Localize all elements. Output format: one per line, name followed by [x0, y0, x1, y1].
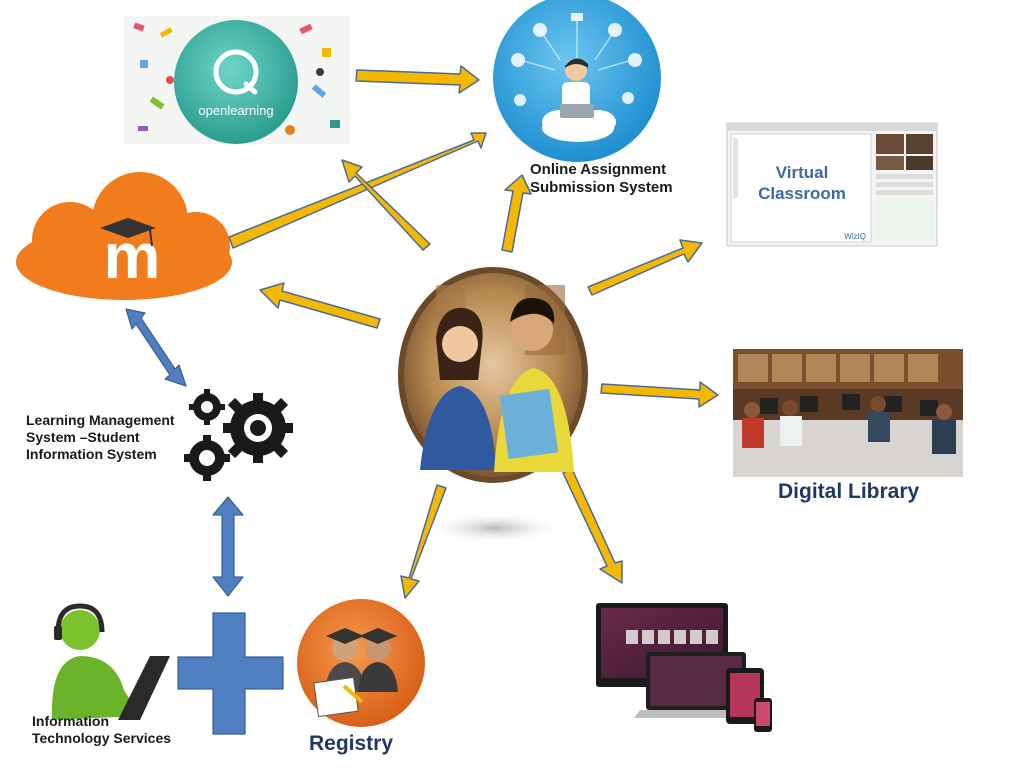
lms-label-line3: Information System: [26, 445, 157, 462]
lms-label: Learning Management System –Student Info…: [26, 412, 175, 462]
library-students: [742, 396, 956, 454]
digital-library-photo: [733, 349, 963, 477]
student-girl-shirt: [420, 386, 496, 470]
assignment-circle: [493, 0, 661, 162]
virtual-classroom-image: Virtual Classroom WizIQ: [726, 122, 938, 247]
it-services-label-line1: Information: [32, 713, 109, 729]
lms-label-line1: Learning Management: [26, 412, 175, 428]
digital-library-label: Digital Library: [778, 480, 920, 503]
openlearning-logo-text: openlearning: [198, 103, 273, 118]
graduation-cap-icon: [100, 218, 156, 238]
double-arrow-lms-it: [212, 496, 244, 597]
virtual-classroom-title-line2: Classroom: [758, 184, 846, 203]
pencil-icon: [342, 684, 364, 704]
whiteboard: [730, 133, 872, 243]
openlearning-circle: [174, 20, 298, 144]
arrow-moodle-to-assignment: [228, 132, 487, 249]
it-services-image: [36, 603, 176, 725]
arrow-center-to-moodle: [259, 282, 381, 329]
gold-arrows: [228, 65, 719, 599]
gears-icon: [184, 389, 293, 481]
media-tiles: [626, 630, 718, 644]
headset-icon: [55, 603, 105, 633]
virtual-classroom-title-line1: Virtual: [776, 163, 829, 182]
arrow-center-to-assignment-left: [341, 159, 431, 251]
blue-connectors: [125, 308, 284, 735]
students-photo: [398, 267, 588, 544]
arrow-center-to-assignment-up: [501, 174, 532, 253]
arrow-center-to-devices: [562, 468, 623, 584]
arrow-openlearning-to-assignment: [355, 65, 480, 94]
participant-list: [876, 174, 933, 240]
laptop-icon: [560, 104, 594, 118]
openlearning-logo-icon: [213, 49, 259, 95]
plus-connector: [177, 612, 284, 735]
online-assignment-image: [493, 0, 661, 162]
support-person-body: [51, 656, 140, 720]
confetti-decor: [133, 22, 340, 135]
photo-shadow: [425, 512, 565, 544]
registry-image: [297, 599, 425, 727]
book-icon: [499, 388, 559, 460]
laptop-icon: [118, 656, 170, 720]
arrow-center-to-digital-library: [600, 381, 719, 408]
video-thumbnails: [876, 134, 933, 170]
arrow-center-to-virtual-classroom: [587, 239, 703, 296]
notepad-icon: [313, 676, 359, 718]
it-services-label: Information Technology Services: [32, 713, 171, 747]
library-shelves-decor: [738, 354, 938, 382]
gear-medium-icon: [184, 435, 230, 481]
app-icons-decor: [511, 13, 642, 106]
support-person-head: [60, 610, 100, 650]
lms-label-line2: System –Student: [26, 428, 140, 445]
moodle-cloud: m: [16, 172, 232, 300]
online-assignment-label-line2: Submission System: [530, 179, 673, 196]
devices-image: [596, 603, 772, 732]
double-arrow-moodle-lms: [125, 308, 187, 387]
computer-monitors: [760, 394, 938, 416]
gear-large-icon: [223, 393, 293, 463]
registry-circle: [297, 599, 425, 727]
student-boy-face: [511, 309, 553, 351]
library-desks: [733, 420, 963, 477]
virtual-classroom-watermark: WizIQ: [844, 232, 866, 241]
gear-small-icon: [189, 389, 225, 425]
openlearning-image: openlearning: [124, 16, 350, 144]
online-assignment-label-line1: Online Assignment: [530, 161, 667, 178]
it-services-label-line2: Technology Services: [32, 729, 172, 746]
online-assignment-label: Online Assignment Submission System: [530, 161, 673, 197]
registry-label: Registry: [309, 732, 394, 755]
arrow-center-to-registry: [400, 484, 447, 599]
